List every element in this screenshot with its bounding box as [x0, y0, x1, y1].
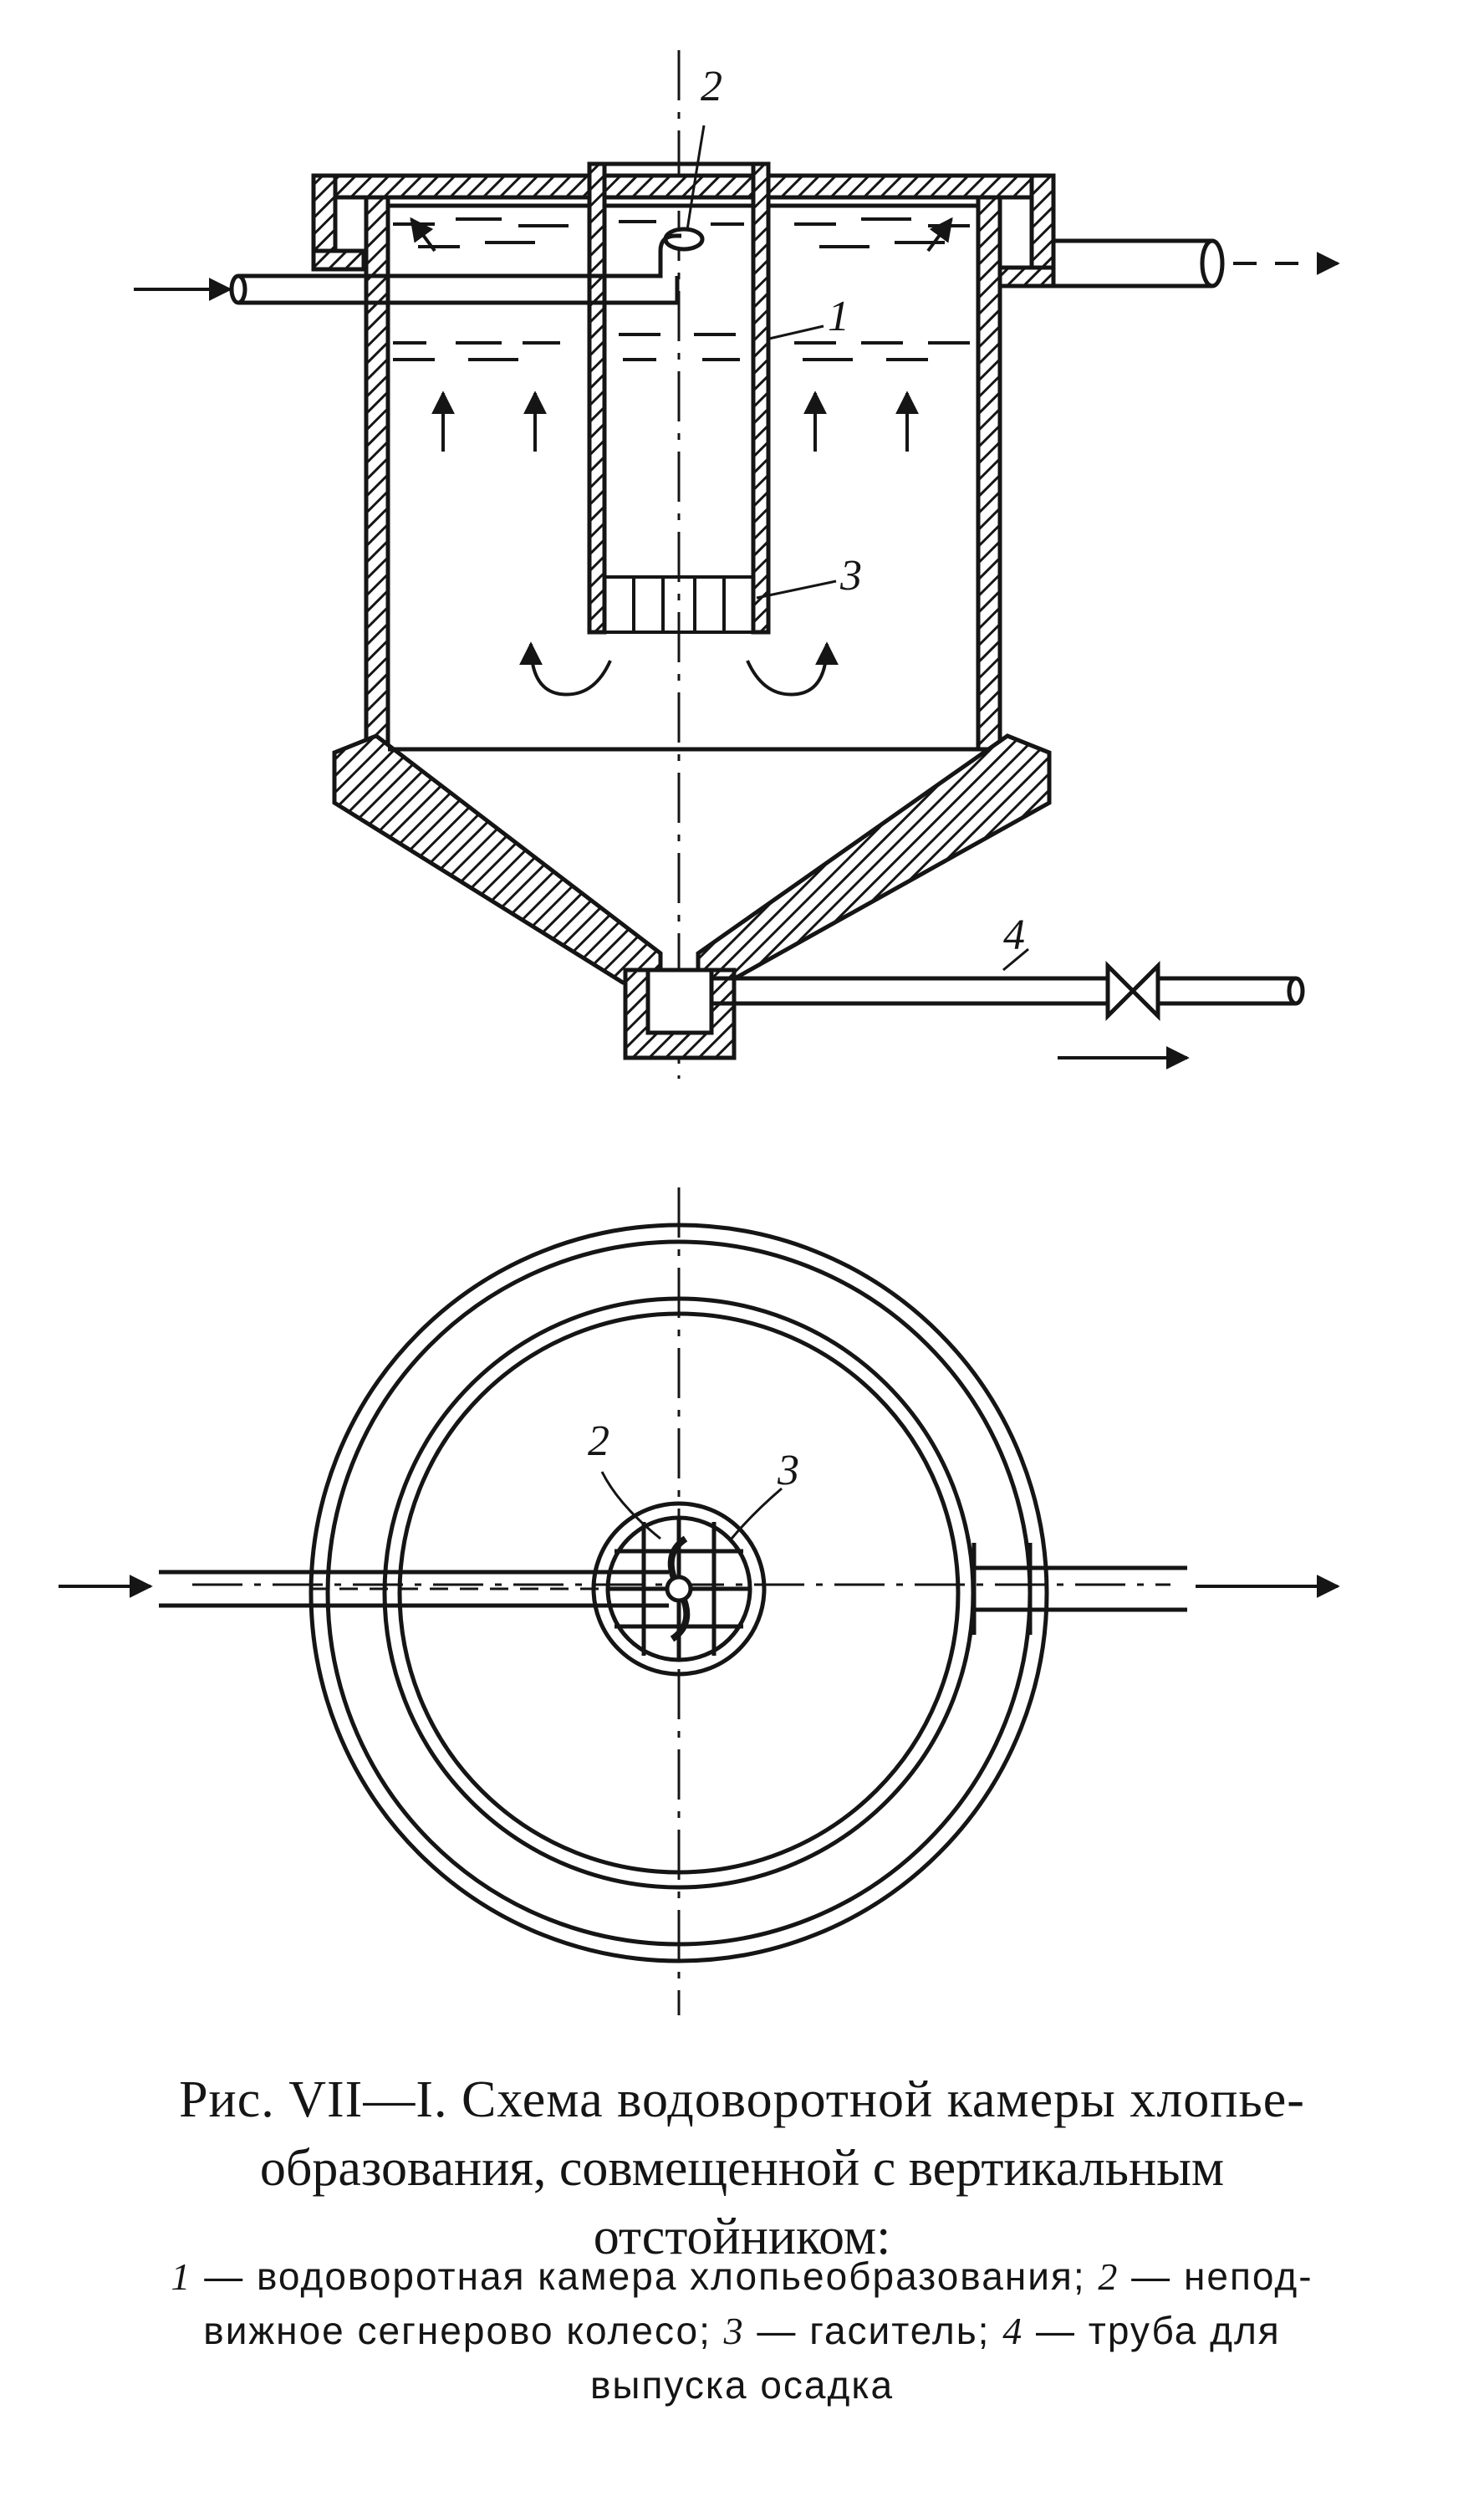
- outer-wall: [364, 195, 1002, 752]
- flow-arrows: [134, 217, 1340, 1070]
- outlet-pipe: [1053, 238, 1225, 288]
- legend-text-2b: вижное сегнерово колесо;: [203, 2309, 724, 2352]
- figure-caption: Рис. VII—I. Схема водоворотной камеры хл…: [33, 2065, 1451, 2271]
- label-3-plan: 3: [777, 1447, 799, 1494]
- legend-num-3: 3: [723, 2310, 745, 2352]
- outer-ring: [309, 1223, 1049, 1963]
- legend-line-2: вижное сегнерово колесо; 3 — гаситель; 4…: [33, 2304, 1451, 2358]
- swirl-arrow-left: [519, 641, 612, 697]
- water-dashes: [393, 196, 970, 361]
- top-trough: [311, 173, 1056, 288]
- damper-3: [603, 575, 755, 634]
- segner-wheel-2: [663, 227, 705, 252]
- legend-text-2: — непод-: [1119, 2254, 1313, 2298]
- label-2-plan: 2: [588, 1417, 609, 1465]
- caption-line-1: Рис. VII—I. Схема водоворотной камеры хл…: [179, 2071, 1305, 2128]
- legend-line-1: 1 — водоворотная камера хлопьеобразовани…: [33, 2249, 1451, 2304]
- section-view: [134, 50, 1340, 1079]
- legend-num-2: 2: [1098, 2255, 1119, 2298]
- legend-line-3: выпуска осадка: [589, 2363, 895, 2407]
- legend-num-4: 4: [1002, 2310, 1024, 2352]
- plan-view: [59, 1187, 1340, 2015]
- sludge-pipe-4: [711, 960, 1305, 1022]
- leader-lines: [686, 125, 1029, 972]
- swirl-arrow-right: [746, 641, 839, 697]
- diag-arrow-right: [926, 217, 953, 253]
- label-4-section: 4: [1003, 911, 1025, 959]
- plan-central-chamber: [591, 1501, 767, 1677]
- label-3-section: 3: [839, 552, 862, 600]
- caption-line-3: отстойником:: [593, 2208, 891, 2265]
- legend-text-4: — труба для: [1023, 2309, 1281, 2352]
- plan-leader-lines: [600, 1471, 783, 1540]
- legend-num-1: 1: [171, 2255, 192, 2298]
- label-1-section: 1: [828, 293, 849, 340]
- plan-outlet: [971, 1543, 1187, 1635]
- label-2-section: 2: [701, 63, 722, 110]
- legend-text-1: — водоворотная камера хлопьеобразования;: [191, 2254, 1099, 2298]
- central-chamber: [587, 161, 771, 635]
- settler-diagram: 2 1 3 4: [59, 50, 1340, 2015]
- diag-arrow-left: [410, 217, 436, 253]
- legend-text-3: — гаситель;: [744, 2309, 1003, 2352]
- figure-legend: 1 — водоворотная камера хлопьеобразовани…: [33, 2249, 1451, 2412]
- caption-line-2: образования, совмещенной с вертикальным: [259, 2140, 1225, 2197]
- cone-bottom: [332, 733, 1052, 1060]
